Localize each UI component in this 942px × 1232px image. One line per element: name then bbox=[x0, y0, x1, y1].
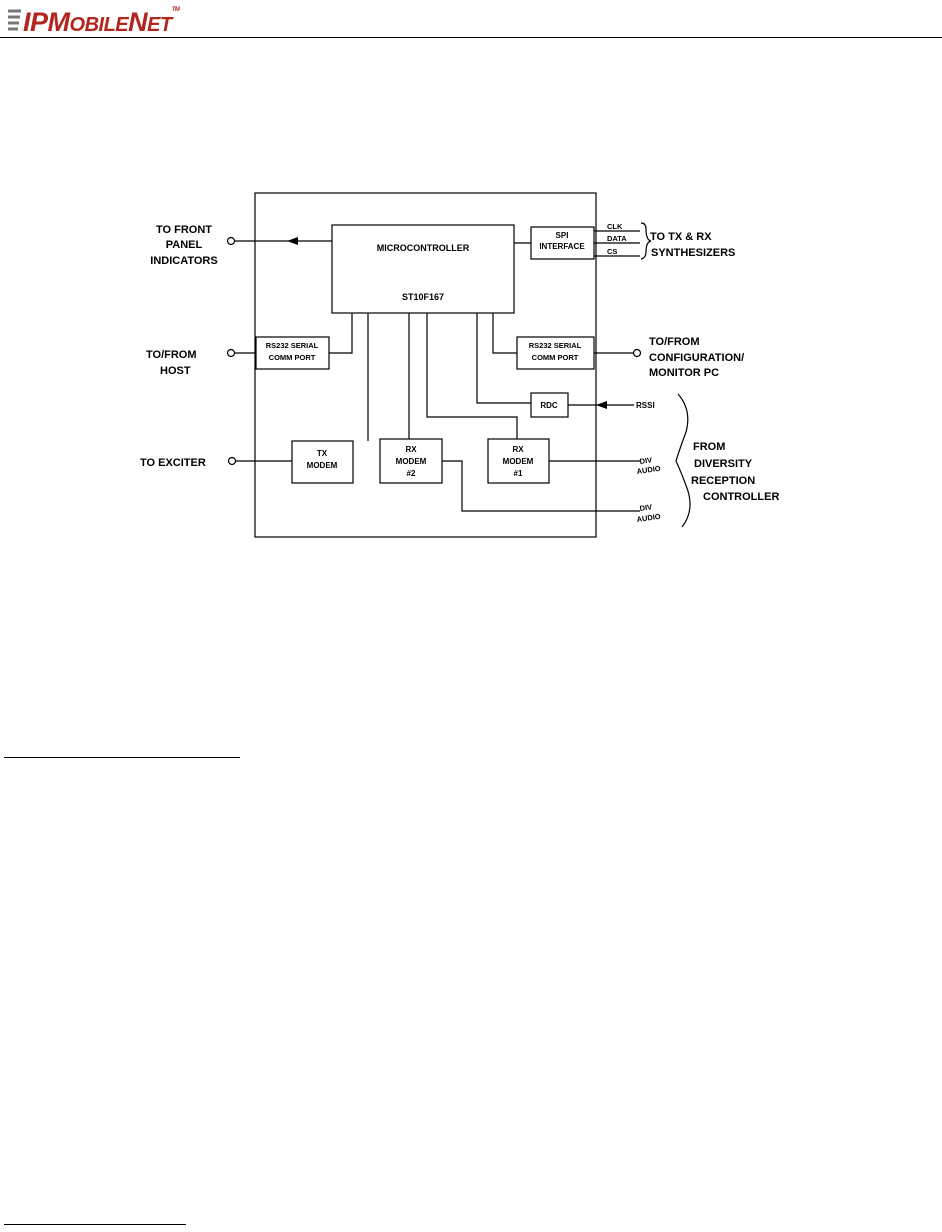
div-audio-1-label-2: AUDIO bbox=[636, 464, 661, 476]
section-heading-underline bbox=[4, 757, 240, 758]
microcontroller-title: MICROCONTROLLER bbox=[377, 243, 470, 253]
rdc-label: RDC bbox=[540, 401, 558, 410]
mcu-rs232-right-line bbox=[492, 313, 517, 354]
rssi-arrow-icon bbox=[596, 401, 607, 409]
rs232-left-label-2: COMM PORT bbox=[269, 353, 316, 362]
header-divider bbox=[0, 37, 942, 38]
diversity-brace-icon bbox=[675, 393, 691, 528]
div-audio-2-line bbox=[442, 460, 640, 512]
front-panel-connector-icon bbox=[226, 236, 236, 246]
rx-modem-1-label-2: MODEM bbox=[503, 457, 534, 466]
tx-modem-label-2: MODEM bbox=[307, 461, 338, 470]
div-audio-2-label-1: DIV bbox=[639, 502, 653, 513]
rs232-right-label-1: RS232 SERIAL bbox=[529, 341, 582, 350]
mcu-rdc-line bbox=[476, 313, 531, 404]
config-label-3: MONITOR PC bbox=[649, 367, 719, 379]
host-connector-icon bbox=[226, 348, 236, 358]
host-label-2: HOST bbox=[160, 365, 191, 377]
synth-brace-icon bbox=[640, 222, 652, 260]
exciter-label: TO EXCITER bbox=[140, 457, 206, 469]
spi-label-2: INTERFACE bbox=[539, 242, 585, 251]
synth-label-2: SYNTHESIZERS bbox=[651, 247, 735, 259]
tx-modem-label-1: TX bbox=[317, 449, 328, 458]
logo-wordmark: IPMOBILENETTM bbox=[23, 7, 180, 37]
microcontroller-part: ST10F167 bbox=[402, 292, 444, 302]
front-panel-label-3: INDICATORS bbox=[150, 255, 217, 267]
exciter-connector-icon bbox=[227, 456, 237, 466]
spi-signal-clk: CLK bbox=[607, 222, 623, 231]
rx-modem-1-label-1: RX bbox=[512, 445, 524, 454]
spi-label-1: SPI bbox=[556, 231, 569, 240]
rx-modem-2-label-1: RX bbox=[405, 445, 417, 454]
logo-stripes-icon bbox=[8, 9, 21, 31]
front-panel-label-1: TO FRONT bbox=[156, 224, 212, 236]
synth-label-1: TO TX & RX bbox=[650, 231, 712, 243]
div-audio-2-label-2: AUDIO bbox=[636, 512, 661, 524]
enclosure-box bbox=[254, 192, 597, 538]
rs232-left-label-1: RS232 SERIAL bbox=[266, 341, 319, 350]
config-connector-icon bbox=[632, 348, 642, 358]
tx-modem-box bbox=[291, 440, 354, 484]
diversity-label-4: CONTROLLER bbox=[703, 491, 779, 503]
spi-signal-data: DATA bbox=[607, 234, 627, 243]
diversity-label-2: DIVERSITY bbox=[694, 458, 753, 470]
config-label-1: TO/FROM bbox=[649, 336, 700, 348]
rx-modem-1-label-3: #1 bbox=[514, 469, 523, 478]
mcu-rs232-left-line bbox=[329, 313, 353, 354]
rssi-label: RSSI bbox=[636, 401, 655, 410]
diversity-label-3: RECEPTION bbox=[691, 475, 755, 487]
rx-modem-2-label-2: MODEM bbox=[396, 457, 427, 466]
microcontroller-box bbox=[331, 224, 515, 314]
diversity-label-1: FROM bbox=[693, 441, 725, 453]
section-heading-underline-2 bbox=[4, 1224, 186, 1225]
spi-signal-lines bbox=[594, 230, 640, 257]
div-audio-1-label-1: DIV bbox=[639, 455, 653, 466]
spi-signal-cs: CS bbox=[607, 247, 617, 256]
rx-modem-2-label-3: #2 bbox=[407, 469, 416, 478]
front-panel-label-2: PANEL bbox=[166, 239, 203, 251]
host-label-1: TO/FROM bbox=[146, 349, 197, 361]
mcu-rx1-line bbox=[426, 313, 518, 439]
rs232-right-label-2: COMM PORT bbox=[532, 353, 579, 362]
config-label-2: CONFIGURATION/ bbox=[649, 352, 744, 364]
front-panel-arrow-icon bbox=[287, 237, 298, 245]
